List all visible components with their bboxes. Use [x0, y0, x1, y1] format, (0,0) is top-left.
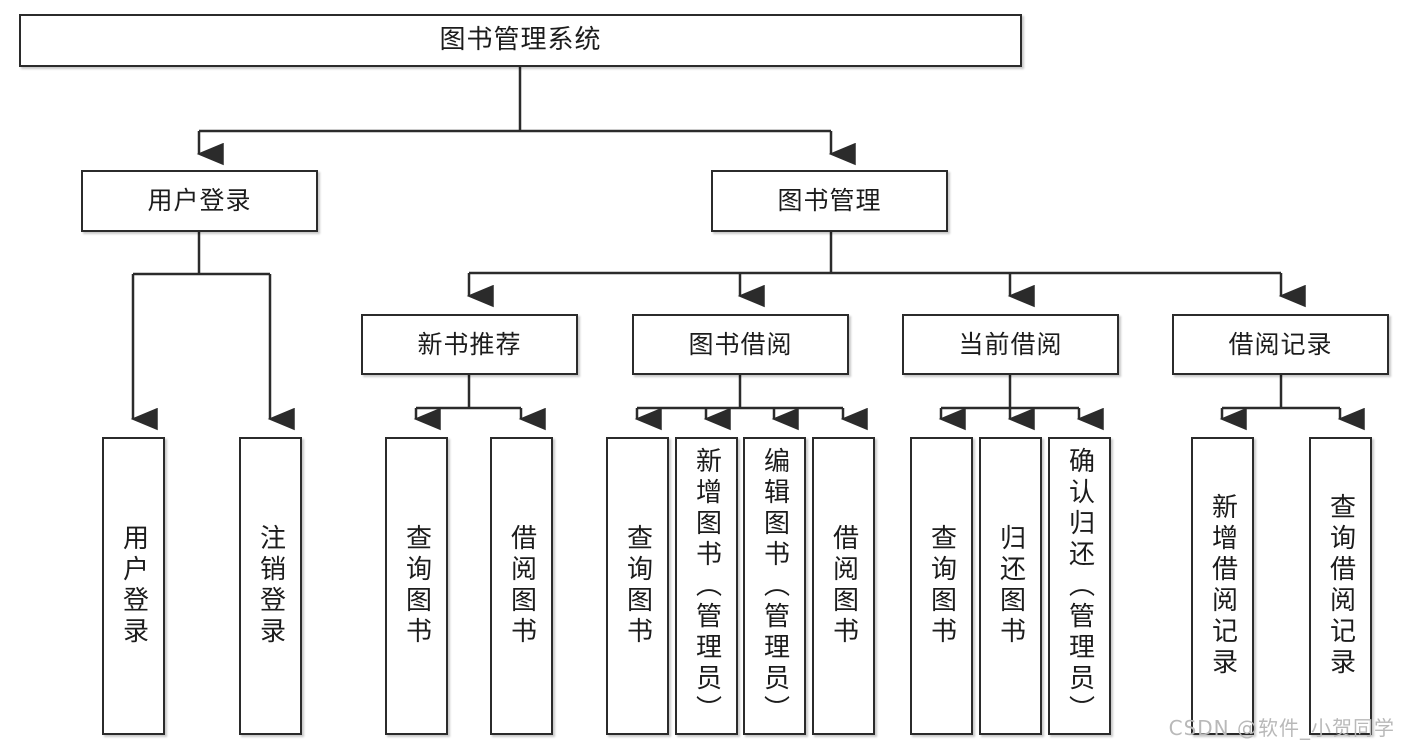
leaf-book-borrow-query-book[interactable]: 查询图书: [606, 437, 669, 735]
node-label: 用户登录: [147, 186, 252, 216]
leaf-new-book-query-book[interactable]: 查询图书: [385, 437, 448, 735]
leaf-book-borrow-edit-book-admin[interactable]: 编辑图书（管理员）: [743, 437, 806, 735]
node-label: 图书管理系统: [439, 25, 602, 56]
node-label: 借阅记录: [1228, 329, 1333, 359]
csdn-watermark: CSDN @软件_小贺同学: [1168, 716, 1395, 740]
node-book-borrow[interactable]: 图书借阅: [632, 314, 849, 375]
leaf-borrow-record-add-record[interactable]: 新增借阅记录: [1191, 437, 1254, 735]
node-label: 编辑图书（管理员）: [759, 446, 790, 726]
node-label: 查询图书: [926, 524, 957, 648]
leaf-current-borrow-confirm-return-admin[interactable]: 确认归还（管理员）: [1048, 437, 1111, 735]
leaf-book-borrow-borrow-book[interactable]: 借阅图书: [812, 437, 875, 735]
node-label: 归还图书: [995, 524, 1026, 648]
node-label: 图书管理: [777, 186, 882, 216]
node-label: 借阅图书: [828, 524, 859, 648]
node-label: 借阅图书: [506, 524, 537, 648]
node-label: 查询图书: [622, 524, 653, 648]
node-label: 新书推荐: [417, 329, 522, 359]
node-user-login[interactable]: 用户登录: [81, 170, 318, 232]
leaf-book-borrow-add-book-admin[interactable]: 新增图书（管理员）: [675, 437, 738, 735]
node-borrow-record[interactable]: 借阅记录: [1172, 314, 1389, 375]
leaf-logout-login[interactable]: 注销登录: [239, 437, 302, 735]
node-label: 新增图书（管理员）: [691, 446, 722, 726]
leaf-user-login[interactable]: 用户登录: [102, 437, 165, 735]
node-label: 图书借阅: [688, 329, 793, 359]
node-label: 查询借阅记录: [1325, 493, 1356, 679]
node-label: 新增借阅记录: [1207, 493, 1238, 679]
leaf-borrow-record-query-record[interactable]: 查询借阅记录: [1309, 437, 1372, 735]
node-current-borrow[interactable]: 当前借阅: [902, 314, 1119, 375]
node-new-book-recommend[interactable]: 新书推荐: [361, 314, 578, 375]
leaf-current-borrow-query-book[interactable]: 查询图书: [910, 437, 973, 735]
node-book-management[interactable]: 图书管理: [711, 170, 948, 232]
leaf-new-book-borrow-book[interactable]: 借阅图书: [490, 437, 553, 735]
node-label: 当前借阅: [958, 329, 1063, 359]
node-label: 确认归还（管理员）: [1064, 446, 1095, 726]
node-label: 注销登录: [255, 524, 286, 648]
node-label: 查询图书: [401, 524, 432, 648]
leaf-current-borrow-return-book[interactable]: 归还图书: [979, 437, 1042, 735]
node-label: 用户登录: [118, 524, 149, 648]
node-root-book-management-system[interactable]: 图书管理系统: [19, 14, 1022, 67]
